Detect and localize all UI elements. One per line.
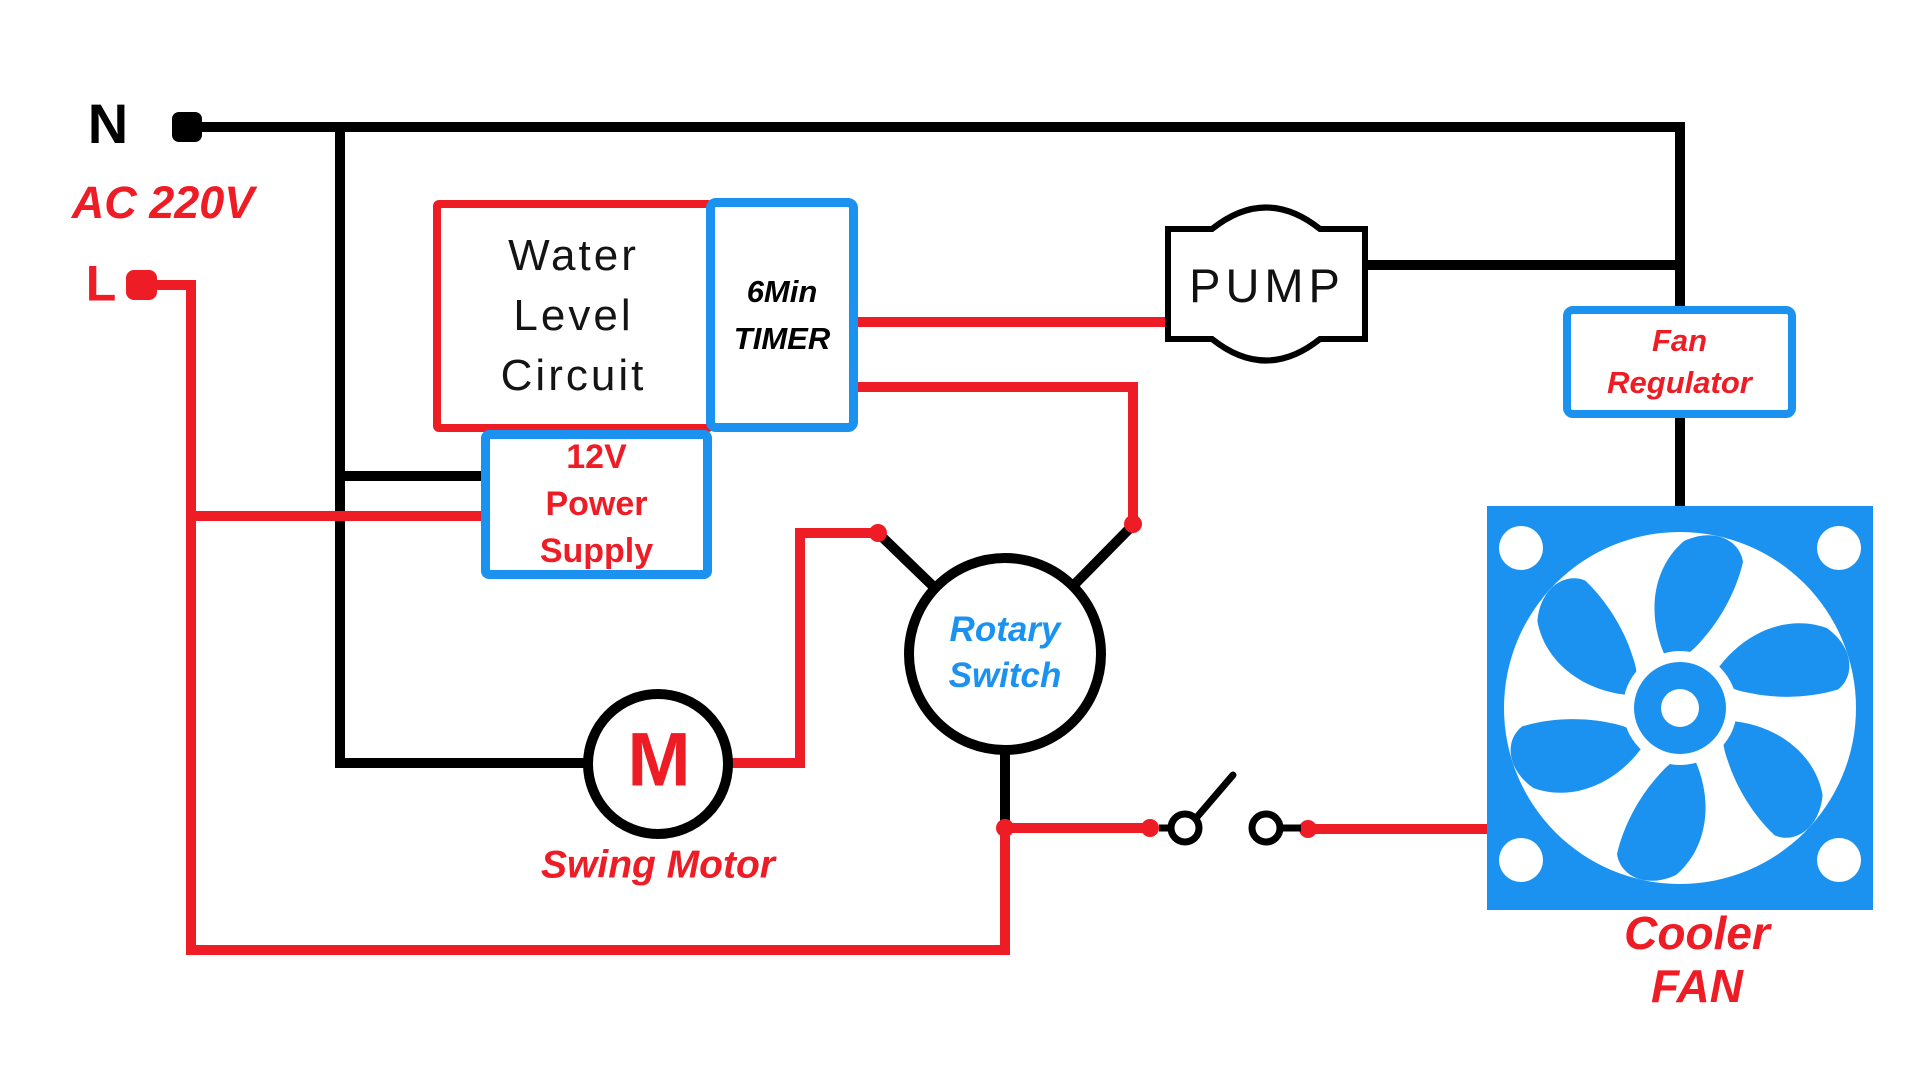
junction-dot-switch-left <box>1141 819 1159 837</box>
rotary-switch-circle <box>904 553 1106 755</box>
wire-live-main-loop <box>155 280 1010 955</box>
junction-dot-rotary-right <box>1124 515 1142 533</box>
live-wires <box>155 280 1490 955</box>
cooler-fan-caption: Cooler FAN <box>1624 907 1770 1012</box>
swing-motor-symbol-letter: M <box>627 717 691 803</box>
switch-left-contact <box>1167 810 1203 846</box>
fan-hub-hole <box>1661 689 1699 727</box>
timer-box: 6Min TIMER <box>706 198 858 432</box>
fan-screw-holes <box>1499 526 1861 882</box>
water-level-circuit-box: Water Level Circuit <box>433 200 714 432</box>
line-terminal-label: L <box>85 255 117 312</box>
junction-dot-switch-right <box>1299 820 1317 838</box>
wire-timer-to-rotary <box>855 382 1138 520</box>
on-off-switch-symbol <box>1159 771 1301 846</box>
power-supply-box: 12V Power Supply <box>481 430 712 579</box>
switch-right-contact <box>1248 810 1284 846</box>
neutral-wires <box>187 122 1685 824</box>
wire-rotary-left-lead <box>874 529 941 594</box>
swing-motor-circle <box>583 689 733 839</box>
wire-neutral-left-drop-to-motor <box>335 122 592 768</box>
pump-label: PUMP <box>1189 258 1345 312</box>
cooler-fan-icon <box>1487 506 1873 910</box>
supply-voltage-label: AC 220V <box>71 177 255 229</box>
line-terminal-dot <box>126 270 157 300</box>
water-level-circuit-label: Water Level Circuit <box>500 231 647 400</box>
junction-dots <box>869 515 1317 838</box>
timer-label: 6Min TIMER <box>733 274 831 356</box>
switch-lever <box>1193 771 1237 821</box>
neutral-terminal-dot <box>172 112 202 142</box>
wire-rotary-right-lead <box>1069 523 1135 590</box>
swing-motor-caption: Swing Motor <box>541 843 775 887</box>
junction-dot-rotary-left <box>869 524 887 542</box>
junction-dot-rotary-bottom <box>996 819 1014 837</box>
fan-blades <box>1510 535 1850 881</box>
fan-regulator-label: Fan Regulator <box>1607 323 1752 400</box>
power-supply-label: 12V Power Supply <box>539 438 654 570</box>
neutral-terminal-label: N <box>87 91 129 155</box>
wire-neutral-top-run <box>187 122 1685 308</box>
pump-symbol <box>1165 204 1368 364</box>
wire-motor-to-rotary <box>727 528 873 768</box>
fan-regulator-box: Fan Regulator <box>1563 306 1796 418</box>
rotary-switch-label: Rotary Switch <box>948 609 1062 695</box>
